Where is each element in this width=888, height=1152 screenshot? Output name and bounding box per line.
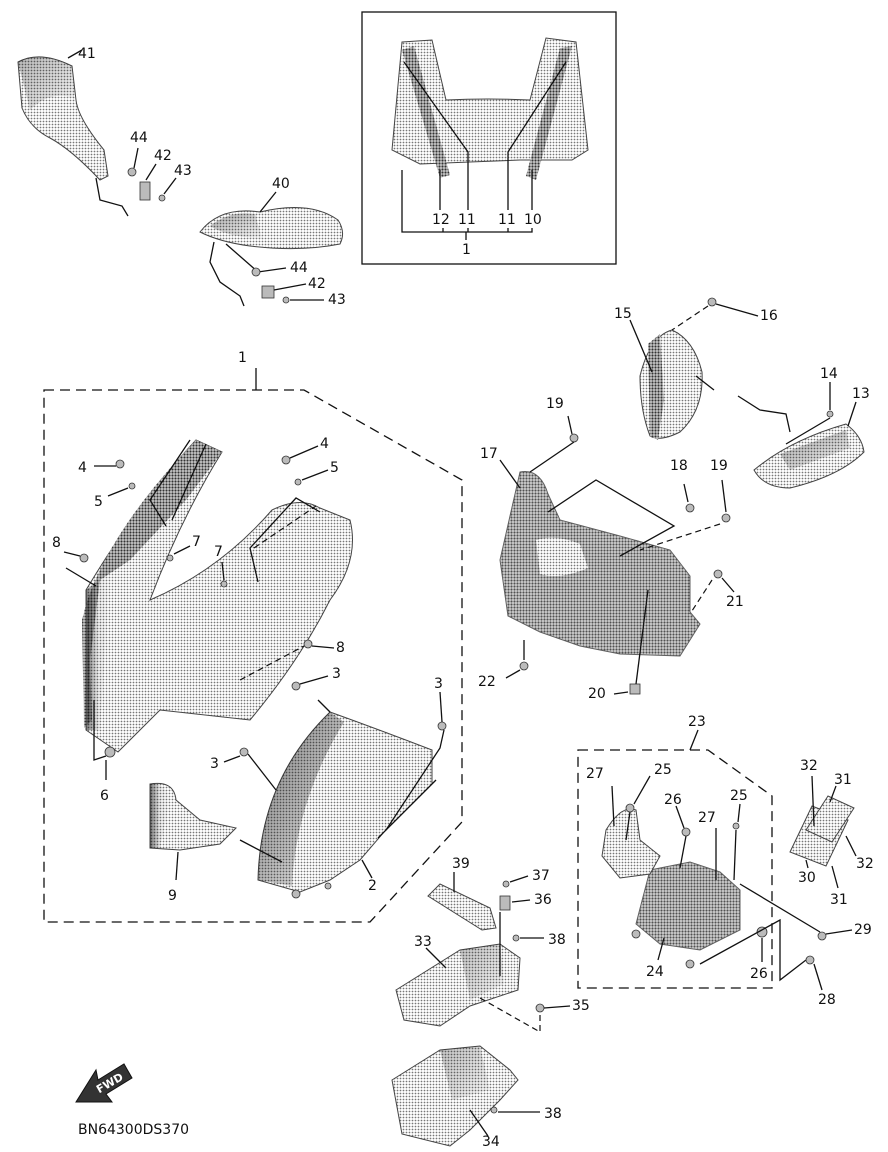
label-36: 36	[534, 892, 552, 908]
label-2: 2	[368, 878, 377, 894]
label-39: 39	[452, 856, 470, 872]
label-3c: 3	[210, 756, 219, 772]
label-18: 18	[670, 458, 688, 474]
inset-frame	[361, 11, 617, 265]
label-24: 24	[646, 964, 664, 980]
label-44a: 44	[130, 130, 148, 146]
label-19a: 19	[546, 396, 564, 412]
diagram-code: BN64300DS370	[78, 1122, 189, 1138]
visor-stripe-left	[402, 46, 450, 178]
label-8a: 8	[52, 535, 61, 551]
label-16: 16	[760, 308, 778, 324]
label-30: 30	[798, 870, 816, 886]
label-1-inset: 1	[462, 242, 471, 258]
label-17: 17	[480, 446, 498, 462]
label-5a: 5	[94, 494, 103, 510]
label-12: 12	[432, 212, 450, 228]
label-20: 20	[588, 686, 606, 702]
label-26a: 26	[664, 792, 682, 808]
label-25b: 25	[730, 788, 748, 804]
bracket-27	[601, 808, 661, 879]
label-4b: 4	[320, 436, 329, 452]
label-40: 40	[272, 176, 290, 192]
bracket-24	[635, 861, 741, 951]
label-33: 33	[414, 934, 432, 950]
label-43b: 43	[328, 292, 346, 308]
label-14: 14	[820, 366, 838, 382]
inner-panel-17	[499, 470, 701, 657]
label-27b: 27	[698, 810, 716, 826]
label-23: 23	[688, 714, 706, 730]
clip-32	[805, 795, 855, 843]
label-38b: 38	[544, 1106, 562, 1122]
label-7a: 7	[192, 534, 201, 550]
label-32a: 32	[800, 758, 818, 774]
label-5b: 5	[330, 460, 339, 476]
label-15: 15	[614, 306, 632, 322]
label-29: 29	[854, 922, 872, 938]
label-32b: 32	[856, 856, 874, 872]
label-42a: 42	[154, 148, 172, 164]
label-25a: 25	[654, 762, 672, 778]
label-9: 9	[168, 888, 177, 904]
label-11a: 11	[458, 212, 476, 228]
label-38a: 38	[548, 932, 566, 948]
upper-cowl	[85, 439, 353, 753]
label-22: 22	[478, 674, 496, 690]
label-42b: 42	[308, 276, 326, 292]
visor-stripe-right	[526, 46, 572, 180]
label-34: 34	[482, 1134, 500, 1150]
label-4a: 4	[78, 460, 87, 476]
label-3a: 3	[332, 666, 341, 682]
label-11b: 11	[498, 212, 516, 228]
label-26b: 26	[750, 966, 768, 982]
label-21: 21	[726, 594, 744, 610]
label-28: 28	[818, 992, 836, 1008]
label-10: 10	[524, 212, 542, 228]
label-44b: 44	[290, 260, 308, 276]
label-6: 6	[100, 788, 109, 804]
label-13: 13	[852, 386, 870, 402]
label-41: 41	[78, 46, 96, 62]
label-1-main: 1	[238, 350, 247, 366]
label-7b: 7	[214, 544, 223, 560]
label-31b: 31	[830, 892, 848, 908]
label-27a: 27	[586, 766, 604, 782]
label-43a: 43	[174, 163, 192, 179]
label-19b: 19	[710, 458, 728, 474]
side-cover-9	[149, 782, 237, 851]
label-37: 37	[532, 868, 550, 884]
label-35: 35	[572, 998, 590, 1014]
bracket-39	[427, 883, 497, 931]
fwd-arrow-icon: FWD	[75, 1063, 133, 1103]
label-3b: 3	[434, 676, 443, 692]
label-8b: 8	[336, 640, 345, 656]
label-31a: 31	[834, 772, 852, 788]
